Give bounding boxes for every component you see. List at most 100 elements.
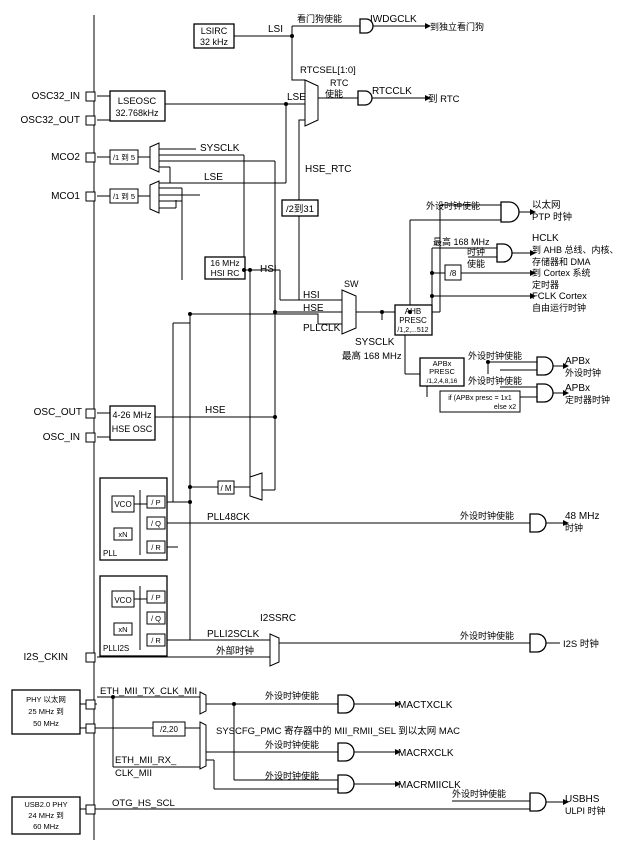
- svg-text:PHY 以太网: PHY 以太网: [26, 694, 66, 704]
- label-rtc-en-1: RTC: [330, 78, 349, 88]
- label-plli2sclk: PLLI2SCLK: [207, 629, 260, 640]
- pin-label-mco1: MCO1: [51, 191, 80, 202]
- gate-macrx: [337, 742, 355, 762]
- label-sw-hse: HSE: [303, 303, 324, 314]
- label-cortex-timer-2: 定时器: [532, 279, 559, 290]
- lsirc-block: LSIRC 32 kHz: [193, 23, 235, 49]
- label-sysclk-mco: SYSCLK: [200, 143, 240, 154]
- sw-mux: [341, 289, 357, 335]
- gate-ptp: [500, 201, 520, 223]
- svg-text:60 MHz: 60 MHz: [33, 822, 59, 831]
- svg-text:VCO: VCO: [114, 596, 131, 605]
- label-apbx-timer-2: 定时器时钟: [565, 394, 610, 405]
- pin-label-osc32-out: OSC32_OUT: [21, 115, 80, 126]
- svg-text:/1,2,4,8,16: /1,2,4,8,16: [427, 378, 458, 385]
- label-usbhs-2: ULPI 时钟: [565, 805, 606, 816]
- svg-text:/ P: / P: [151, 593, 160, 602]
- svg-text:/ R: / R: [151, 543, 161, 552]
- label-iwdgclk: IWDGCLK: [370, 14, 417, 25]
- label-lse-mco: LSE: [204, 172, 223, 183]
- label-max168: 最高 168 MHz: [342, 350, 402, 362]
- pin-mco2: [85, 152, 96, 163]
- pin-label-osc-out: OSC_OUT: [34, 407, 82, 418]
- svg-text:/1 到 5: /1 到 5: [113, 192, 135, 201]
- apbx-condition: if (APBx presc = 1x1 else x2: [439, 390, 521, 413]
- gate-macrmii: [337, 774, 355, 794]
- pin-eth-rx: [85, 723, 96, 734]
- div2to31-block: /2到31: [281, 199, 319, 217]
- svg-text:xN: xN: [118, 625, 127, 634]
- svg-text:USB2.0 PHY: USB2.0 PHY: [24, 800, 67, 809]
- label-sw: SW: [344, 279, 359, 289]
- label-periph-en-i2s: 外设时钟使能: [460, 630, 514, 641]
- label-apbx-periph-2: 外设时钟: [565, 367, 601, 378]
- mco2-mux: [149, 142, 160, 173]
- label-sw-hsi: HSI: [303, 290, 320, 301]
- svg-text:/2,20: /2,20: [160, 725, 178, 734]
- svg-text:LSEOSC: LSEOSC: [118, 96, 157, 107]
- pin-label-mco2: MCO2: [51, 152, 80, 163]
- svg-text:/ M: / M: [220, 484, 231, 493]
- pll-block: VCO xN / P / Q / R PLL: [99, 477, 168, 561]
- svg-text:VCO: VCO: [114, 500, 131, 509]
- ahb-prescaler: AHB PRESC /1,2,...512: [394, 304, 433, 336]
- gate-rtc: [357, 90, 373, 106]
- svg-text:50 MHz: 50 MHz: [33, 719, 59, 728]
- svg-text:AHB: AHB: [405, 307, 421, 316]
- signal-labels: LSI LSE LSE RTCSEL[1:0] RTC 使能 HSE_RTC S…: [100, 24, 490, 809]
- label-i2s-clk: I2S 时钟: [563, 638, 599, 650]
- mco2-divider: /1 到 5: [109, 149, 139, 165]
- svg-text:/1,2,...512: /1,2,...512: [397, 327, 428, 334]
- label-apbx-periph-1: APBx: [565, 356, 590, 367]
- svg-text:if (APBx presc = 1x1: if (APBx presc = 1x1: [448, 395, 512, 402]
- svg-text:PLLI2S: PLLI2S: [103, 644, 129, 653]
- label-wdg-en: 看门狗使能: [297, 13, 342, 24]
- pin-osc-in: [85, 432, 96, 443]
- label-macrmiiclk: MACRMIICLK: [398, 780, 461, 791]
- junction-dots: [111, 34, 490, 706]
- label-hclk-1: HCLK: [532, 233, 559, 244]
- svg-text:25 MHz 到: 25 MHz 到: [28, 707, 63, 716]
- label-cortex-timer-1: 到 Cortex 系统: [532, 267, 591, 278]
- lseosc-block: LSEOSC 32.768kHz: [109, 90, 166, 122]
- label-ext-clk: 外部时钟: [216, 645, 254, 657]
- label-periph-en-timer: 外设时钟使能: [468, 375, 522, 386]
- label-clk-en-2: 使能: [467, 258, 485, 269]
- label-periph-en-apb: 外设时钟使能: [468, 350, 522, 361]
- svg-text:16 MHz: 16 MHz: [210, 258, 239, 268]
- svg-text:HSI RC: HSI RC: [211, 268, 240, 278]
- svg-text:/1 到 5: /1 到 5: [113, 153, 135, 162]
- phy-eth-block: PHY 以太网 25 MHz 到 50 MHz: [11, 689, 81, 735]
- arrowheads: [395, 23, 569, 805]
- label-mactxclk: MACTXCLK: [398, 700, 453, 711]
- label-apbx-timer-1: APBx: [565, 383, 590, 394]
- label-rtcclk: RTCCLK: [372, 86, 412, 97]
- label-clk-en-1: 时钟: [467, 246, 485, 257]
- svg-text:/ Q: / Q: [151, 519, 161, 528]
- pins: [85, 91, 96, 815]
- macrx-mux: [199, 721, 207, 770]
- label-rtcsel: RTCSEL[1:0]: [300, 65, 356, 76]
- svg-text:4-26 MHz: 4-26 MHz: [112, 410, 152, 420]
- svg-text:32 kHz: 32 kHz: [200, 37, 229, 47]
- plli2s-block: VCO xN / P / Q / R PLLI2S: [99, 575, 168, 657]
- svg-text:/ R: / R: [151, 636, 161, 645]
- label-pll48ck: PLL48CK: [207, 512, 250, 523]
- mco1-mux: [149, 180, 160, 214]
- svg-text:else x2: else x2: [494, 404, 516, 411]
- label-sw-pllclk: PLLCLK: [303, 323, 341, 334]
- mco1-divider: /1 到 5: [109, 188, 139, 204]
- gate-48mhz: [529, 513, 547, 533]
- label-48mhz-1: 48 MHz: [565, 511, 599, 522]
- label-periph-en-48: 外设时钟使能: [460, 510, 514, 521]
- svg-text:24 MHz 到: 24 MHz 到: [28, 811, 63, 820]
- gate-apb-timer: [536, 383, 554, 403]
- gate-iwdg: [359, 18, 374, 34]
- label-ptp-2: PTP 时钟: [532, 211, 572, 223]
- label-usbhs-1: USBHS: [565, 794, 600, 805]
- label-lse: LSE: [287, 92, 306, 103]
- svg-text:APBx: APBx: [433, 359, 452, 368]
- output-labels: 看门狗使能 IWDGCLK 到独立看门狗 RTCCLK 到 RTC 外设时钟使能…: [265, 13, 619, 816]
- wires: [80, 25, 563, 810]
